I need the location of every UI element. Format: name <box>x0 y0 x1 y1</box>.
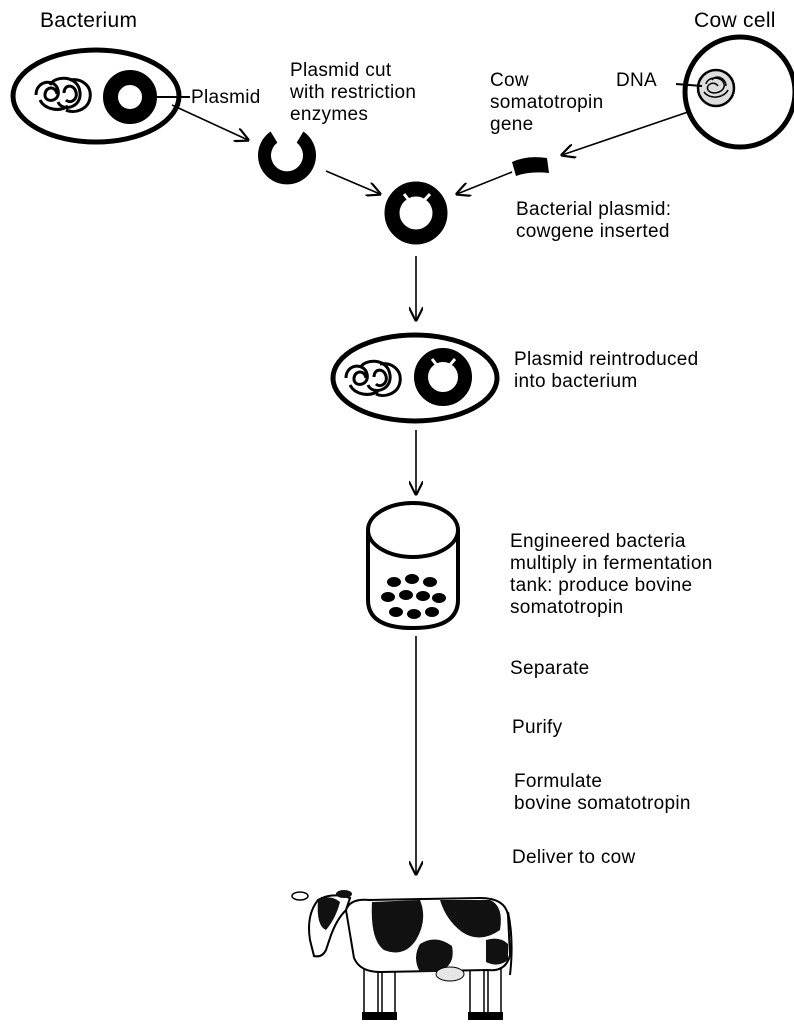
cow-cell-icon <box>675 34 794 150</box>
plasmid-ring-icon <box>103 70 157 124</box>
chromosome-icon <box>34 76 92 113</box>
deliver-label: Deliver to cow <box>512 847 636 868</box>
separate-label: Separate <box>510 658 590 679</box>
multiply-label: Engineered bacteria multiply in fermenta… <box>510 531 713 618</box>
dna-label: DNA <box>616 70 658 91</box>
arrow-bacterium-to-cut <box>171 104 248 140</box>
arrow-cut-to-insert <box>325 170 380 194</box>
recombinant-plasmid-icon <box>384 181 448 245</box>
nucleus-icon <box>696 68 736 108</box>
recombinant-bacterium-icon <box>330 332 500 424</box>
formulate-label: Formulate bovine somatotropin <box>514 771 691 814</box>
cow-cell-label: Cow cell <box>694 9 776 32</box>
cow-icon <box>291 890 513 1020</box>
arrow-cell-to-gene <box>562 111 689 155</box>
cow-gene-label: Cow somatotropin gene <box>490 70 604 135</box>
fermentation-tank-icon <box>366 501 460 631</box>
cut-plasmid-icon <box>257 131 316 185</box>
bacterium-icon <box>10 47 190 145</box>
dna-coil-icon <box>703 76 729 98</box>
reintroduced-label: Plasmid reintroduced into bacterium <box>514 349 699 392</box>
plasmid-inserted-label: Bacterial plasmid: cowgene inserted <box>516 199 672 242</box>
gene-fragment-icon <box>512 157 549 176</box>
arrow-gene-to-insert <box>457 171 513 194</box>
plasmid-cut-label: Plasmid cut with restriction enzymes <box>290 60 417 125</box>
plasmid-label: Plasmid <box>191 87 261 108</box>
bacterium-label: Bacterium <box>40 9 138 32</box>
purify-label: Purify <box>512 717 563 738</box>
bacteria-cluster-icon <box>381 574 446 619</box>
